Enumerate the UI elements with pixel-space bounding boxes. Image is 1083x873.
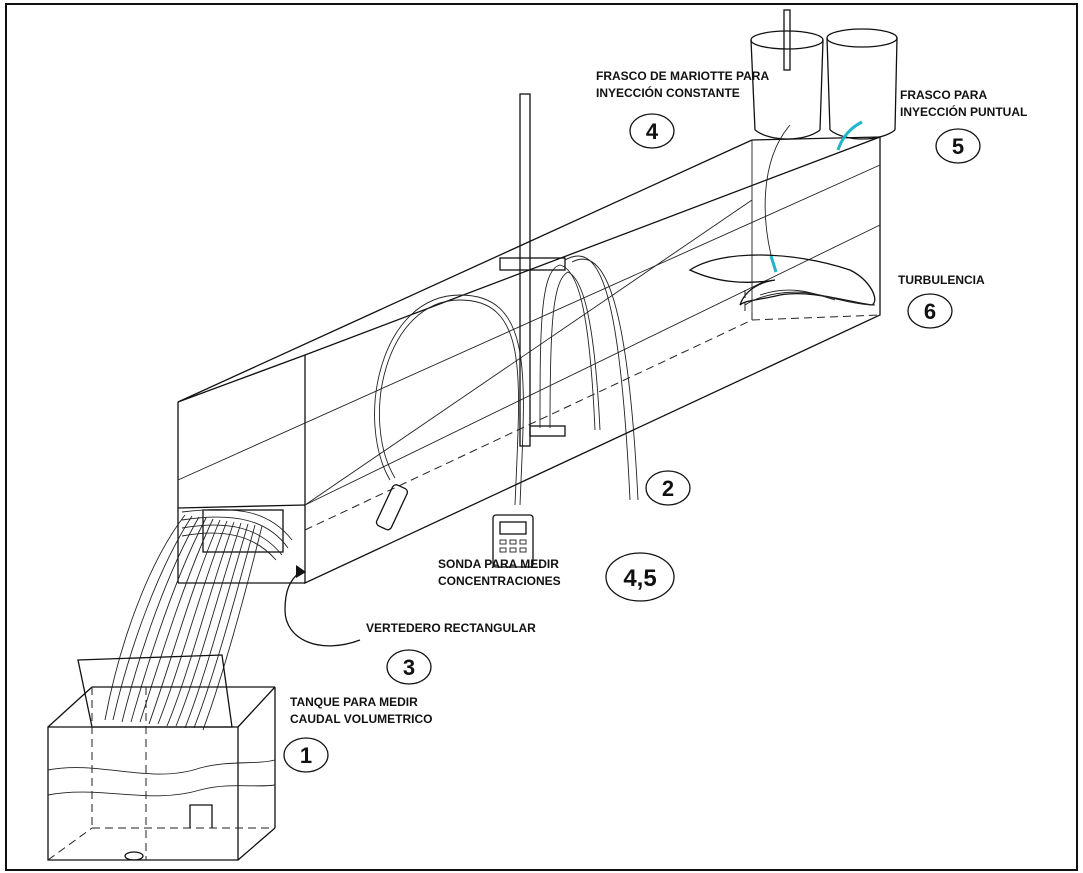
label-tank-line1: TANQUE PARA MEDIR (290, 695, 418, 709)
waterfall (104, 514, 263, 731)
label-probe-line2: CONCENTRACIONES (438, 574, 561, 588)
weir-pointer (284, 571, 361, 647)
diagram-frame (5, 3, 1078, 871)
svg-text:2: 2 (662, 476, 674, 501)
mariotte-bottle (499, 93, 639, 501)
svg-text:3: 3 (403, 655, 415, 680)
svg-text:1: 1 (300, 743, 312, 768)
label-weir: VERTEDERO RECTANGULAR (366, 621, 536, 635)
label-flask-line2: INYECCIÓN PUNTUAL (900, 104, 1027, 119)
marker-1: 1 (283, 737, 329, 773)
svg-text:6: 6 (924, 299, 936, 324)
volumetric-tank (47, 654, 276, 861)
marker-2: 2 (645, 470, 691, 506)
flask-a (750, 9, 824, 273)
flask-b (826, 28, 898, 151)
label-flask-line1: FRASCO PARA (900, 88, 987, 102)
svg-text:4,5: 4,5 (623, 565, 656, 592)
marker-4-5: 4,5 (605, 552, 675, 602)
label-tank-line2: CAUDAL VOLUMETRICO (290, 712, 432, 726)
marker-3: 3 (386, 649, 432, 685)
turbulence (688, 254, 876, 312)
label-mariotte-line2: INYECCIÓN CONSTANTE (596, 85, 740, 100)
channel (177, 136, 881, 585)
svg-text:4: 4 (646, 119, 659, 144)
concentration-probe (374, 294, 534, 568)
label-probe-line1: SONDA PARA MEDIR (438, 557, 559, 571)
svg-text:5: 5 (952, 134, 964, 159)
label-mariotte-line1: FRASCO DE MARIOTTE PARA (596, 69, 769, 83)
marker-6: 6 (907, 293, 953, 329)
marker-4: 4 (629, 113, 675, 149)
marker-5: 5 (935, 128, 981, 164)
label-turbulence: TURBULENCIA (898, 273, 985, 287)
